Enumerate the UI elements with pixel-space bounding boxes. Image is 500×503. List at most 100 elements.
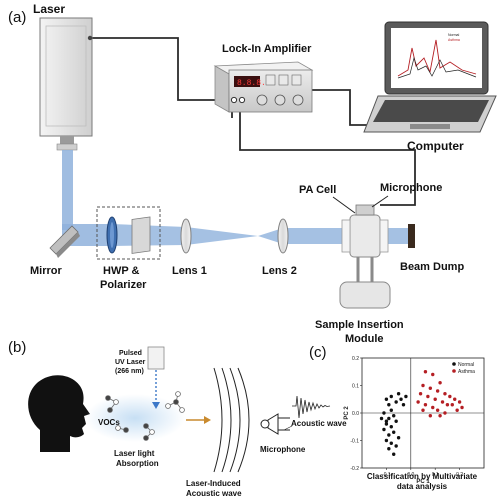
asthma-point-11 xyxy=(426,394,430,399)
breath-cloud xyxy=(85,394,185,442)
asthma-point-23 xyxy=(421,408,425,412)
y-axis-label: PC 2 xyxy=(344,406,350,420)
normal-point-16 xyxy=(392,430,396,434)
sample-insertion-module xyxy=(339,281,391,309)
normal-point-6 xyxy=(396,392,401,396)
pca-caption-line2: data analysis xyxy=(397,482,448,491)
pa-cell-pointer xyxy=(332,196,356,214)
asthma-point-25 xyxy=(438,414,442,418)
y-tick-label-3: 0.1 xyxy=(352,383,359,389)
sample-label-line1: Sample Insertion xyxy=(315,319,404,331)
microphone-icon xyxy=(260,413,290,435)
normal-point-18 xyxy=(389,441,393,445)
asthma-point-8 xyxy=(453,397,457,401)
wave-label-line2: Acoustic wave xyxy=(186,489,242,498)
laser-head xyxy=(39,17,93,151)
normal-point-8 xyxy=(382,411,386,415)
uv-laser-label-line3: (266 nm) xyxy=(115,368,144,375)
asthma-point-15 xyxy=(450,403,454,407)
mirror xyxy=(49,225,80,258)
asthma-point-2 xyxy=(438,381,442,385)
normal-point-20 xyxy=(387,447,391,451)
computer: Normal Asthma xyxy=(363,21,497,133)
laser-label: Laser xyxy=(33,2,65,16)
normal-point-10 xyxy=(392,414,396,418)
pca-caption-line1: Classification by Multivariate xyxy=(367,472,478,481)
x-tick-label-0: -0.1 xyxy=(382,472,391,478)
asthma-point-9 xyxy=(457,400,462,404)
microphone-cable xyxy=(239,104,416,206)
lens-1 xyxy=(180,218,192,254)
acoustic-wave-label: Acoustic wave xyxy=(291,419,347,428)
normal-point-19 xyxy=(394,444,398,448)
normal-point-14 xyxy=(382,427,386,432)
asthma-point-3 xyxy=(421,383,425,388)
x-tick-label-1: 0.0 xyxy=(407,472,414,478)
asthma-point-19 xyxy=(431,405,435,410)
normal-point-3 xyxy=(399,397,403,401)
asthma-point-7 xyxy=(448,394,452,399)
normal-point-15 xyxy=(387,433,391,437)
y-tick-label-4: 0.2 xyxy=(352,356,359,362)
uv-laser-label-line2: UV Laser xyxy=(115,359,146,366)
asthma-point-6 xyxy=(443,392,447,396)
legend-marker-normal xyxy=(452,362,456,366)
normal-point-17 xyxy=(384,438,389,443)
panel-a-label: (a) xyxy=(8,9,26,26)
asthma-point-12 xyxy=(433,397,437,401)
y-tick-label-2: 0.0 xyxy=(352,411,359,417)
person-head-silhouette xyxy=(28,375,90,452)
pa-cell xyxy=(341,204,389,282)
normal-point-22 xyxy=(384,419,389,423)
sample-label-line2: Module xyxy=(345,333,384,345)
normal-point-9 xyxy=(387,416,391,421)
lock-in-display-text: 8.8.8.8 xyxy=(237,79,271,88)
y-tick-label-0: -0.2 xyxy=(350,466,359,472)
legend-label-normal: Normal xyxy=(458,362,474,368)
asthma-point-24 xyxy=(428,414,433,418)
lens-2-label: Lens 2 xyxy=(262,265,297,277)
screen-legend-asthma: Asthma xyxy=(448,38,460,42)
asthma-point-18 xyxy=(423,403,428,407)
hwp-label-line2: Polarizer xyxy=(100,279,147,291)
hwp-polarizer xyxy=(96,206,161,260)
lock-in-amplifier: 8.8.8.8 xyxy=(213,61,314,113)
legend-label-asthma: Asthma xyxy=(458,369,475,375)
microphone-label-a: Microphone xyxy=(380,182,442,194)
asthma-point-22 xyxy=(455,408,459,412)
normal-point-7 xyxy=(401,403,406,407)
voc-molecules xyxy=(105,391,185,441)
lens-1-label: Lens 1 xyxy=(172,265,207,277)
normal-point-21 xyxy=(392,452,396,456)
asthma-point-5 xyxy=(435,389,440,393)
normal-point-12 xyxy=(389,425,393,429)
normal-point-2 xyxy=(394,400,398,404)
computer-screen xyxy=(391,28,482,88)
panel-b-label: (b) xyxy=(8,339,26,356)
computer-label: Computer xyxy=(407,139,464,153)
normal-point-1 xyxy=(389,394,393,399)
normal-point-11 xyxy=(384,422,389,426)
microphone-label-b: Microphone xyxy=(260,445,306,454)
normal-point-24 xyxy=(379,416,384,421)
absorption-label-line1: Laser light xyxy=(114,449,155,458)
asthma-point-20 xyxy=(435,408,440,412)
normal-point-25 xyxy=(389,408,393,412)
acoustic-waveform xyxy=(292,395,331,419)
panel-b: (b) Pulsed UV Laser (266 nm) VOCs Laser … xyxy=(8,339,347,498)
x-axis-label: PC 1 xyxy=(416,479,430,485)
asthma-point-17 xyxy=(416,400,420,404)
mirror-label: Mirror xyxy=(30,265,63,277)
y-tick-label-1: -0.1 xyxy=(350,438,359,444)
normal-point-4 xyxy=(404,394,408,399)
x-tick-label-2: 0.1 xyxy=(432,472,439,478)
asthma-point-10 xyxy=(418,392,423,396)
normal-point-5 xyxy=(387,403,391,407)
acoustic-wavefronts xyxy=(213,367,250,473)
vocs-label: VOCs xyxy=(98,418,120,427)
asthma-point-13 xyxy=(440,400,445,404)
screen-legend-normal: Normal xyxy=(448,33,460,37)
asthma-point-14 xyxy=(445,403,450,407)
lock-in-label: Lock-In Amplifier xyxy=(222,43,312,55)
wave-label-line1: Laser-Induced xyxy=(186,479,241,488)
